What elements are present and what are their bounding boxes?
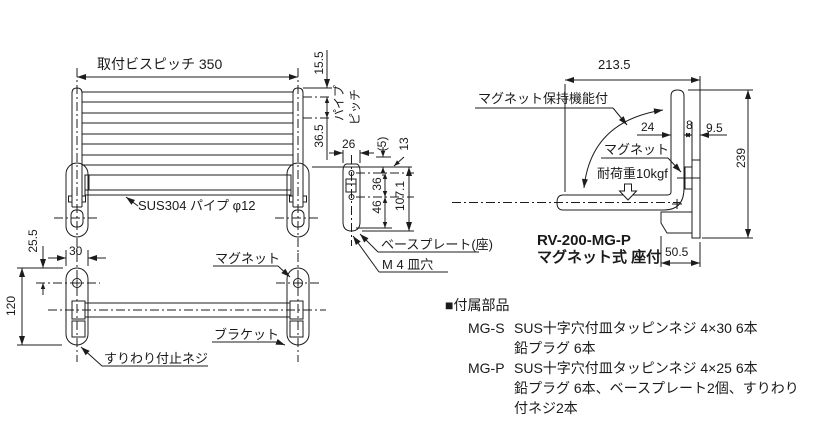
right-dim-base-depth: 50.5	[665, 245, 689, 259]
top-bracket-label: ブラケット	[214, 327, 280, 342]
front-dim-pipe-pitch: 36.5	[312, 124, 326, 148]
front-pipe-pitch-word2: ピッチ	[348, 88, 362, 126]
top-view	[17, 246, 326, 367]
front-view-pipes	[81, 91, 294, 196]
top-dim-25-5: 25.5	[26, 229, 40, 253]
accessory-line: SUS十字穴付皿タッピンネジ 4×30 6本	[514, 320, 758, 336]
accessory-line: 鉛プラグ 6本	[514, 340, 596, 356]
front-view	[54, 50, 332, 252]
accessory-line: SUS十字穴付皿タッピンネジ 4×25 6本	[514, 360, 758, 376]
accessory-code: MG-S	[468, 320, 505, 336]
bracket-dim-13: 13	[397, 137, 411, 151]
accessory-item-mgp: MG-P SUS十字穴付皿タッピンネジ 4×25 6本	[445, 358, 799, 378]
right-dim-height: 239	[734, 147, 748, 169]
bracket-side-view	[312, 147, 479, 273]
accessories-title: ■付属部品	[445, 297, 510, 313]
front-pipe-pitch-word1: パイプ	[332, 84, 346, 122]
screw-hole-label: M 4 皿穴	[382, 257, 434, 272]
front-pipe-spec-label: SUS304 パイプ φ12	[138, 198, 256, 213]
right-magnet-label: マグネット	[604, 142, 670, 157]
right-dim-8: 8	[686, 118, 693, 132]
load-rating-label: 耐荷重10kgf	[597, 166, 668, 181]
front-dim-screw-pitch: 取付ビスピッチ 350	[97, 56, 223, 72]
accessories-list: ■付属部品 MG-S SUS十字穴付皿タッピンネジ 4×30 6本 鉛プラグ 6…	[445, 295, 799, 418]
front-view-posts	[71, 87, 304, 208]
right-dim-depth: 213.5	[598, 57, 631, 72]
bracket-dim-offset-ref: (5)	[375, 136, 389, 152]
top-dim-30: 30	[69, 244, 83, 258]
bracket-dim-36: 36	[370, 177, 384, 191]
right-side-view	[452, 76, 753, 267]
front-view-centerlines	[54, 68, 332, 252]
top-dim-120: 120	[4, 295, 18, 317]
right-dim-24: 24	[641, 120, 655, 134]
model-number: RV-200-MG-P	[537, 232, 631, 249]
front-dim-top-offset: 15.5	[312, 51, 326, 75]
accessory-code: MG-P	[468, 360, 505, 376]
base-plate-label: ベースプレート(座)	[381, 237, 494, 252]
accessory-item-mgs: MG-S SUS十字穴付皿タッピンネジ 4×30 6本	[445, 318, 799, 338]
front-view-dimensions	[77, 50, 332, 207]
bracket-dim-height: 107.1	[393, 180, 407, 212]
bracket-dim-width: 26	[342, 137, 356, 151]
model-type: マグネット式 座付	[537, 249, 662, 266]
slotted-set-screw-label: すりわり付止ネジ	[104, 351, 209, 366]
top-magnet-label: マグネット	[215, 251, 281, 266]
accessory-line: 鉛プラグ 6本、ベースプレート2個、すりわり	[514, 380, 799, 396]
magnet-hold-label: マグネット保持機能付	[478, 91, 609, 106]
bracket-dim-46: 46	[370, 200, 384, 214]
accessory-line: 付ネジ2本	[514, 400, 578, 416]
right-dim-9-5: 9.5	[706, 121, 723, 135]
